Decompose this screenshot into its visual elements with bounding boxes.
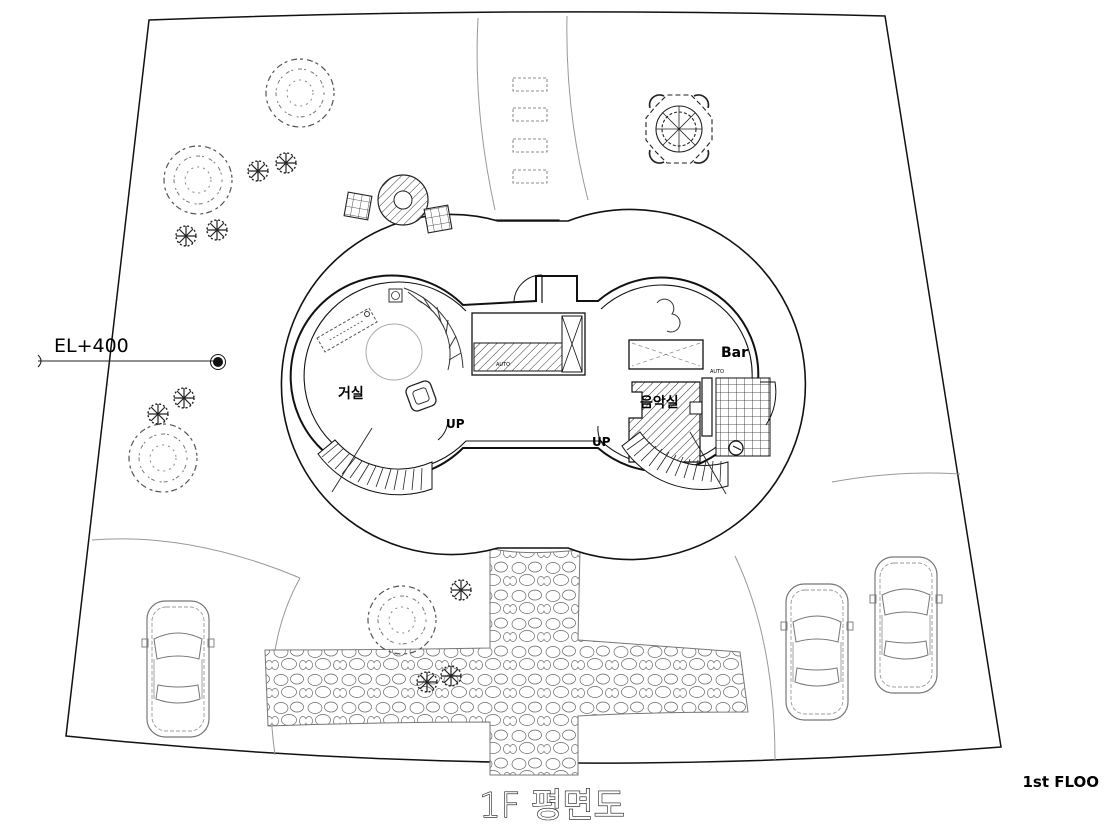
shrub-icon xyxy=(247,160,269,182)
car-icon xyxy=(869,556,943,694)
shrub-icon xyxy=(440,665,462,687)
entrance-pavers xyxy=(512,77,548,184)
car-icon xyxy=(141,600,215,738)
patio-table-icon xyxy=(343,174,453,234)
elevation-marker xyxy=(37,354,226,370)
music-stair xyxy=(597,425,729,495)
living-room-label: 거실 xyxy=(338,386,364,402)
shrub-icon xyxy=(206,219,228,241)
living-upper-stair xyxy=(403,287,464,371)
music-stair-up-label: UP xyxy=(592,435,611,449)
music-room-label: 음악실 xyxy=(640,394,679,411)
plan-title: 1F 평면도 xyxy=(479,786,625,826)
interior-wall-inner xyxy=(303,281,753,471)
shrub-icon xyxy=(173,387,195,409)
living-room-furniture xyxy=(316,288,437,412)
elevation-label: EL+400 xyxy=(54,335,129,357)
shrub-icon xyxy=(275,152,297,174)
living-lower-stair xyxy=(317,419,449,496)
floor-caption: 1st FLOO xyxy=(1022,773,1099,791)
core-auto-tag: AUTO xyxy=(496,362,510,368)
central-core xyxy=(471,274,586,376)
living-stair-up-label: UP xyxy=(446,417,465,431)
dining-set-icon xyxy=(645,94,713,164)
shrub-icon xyxy=(147,403,169,425)
bar-auto-tag: AUTO xyxy=(710,369,724,375)
music-room-fixtures xyxy=(628,298,777,463)
shrub-icon xyxy=(416,671,438,693)
bar-label: Bar xyxy=(721,345,748,361)
cobblestone-path xyxy=(264,547,749,776)
shrub-icon xyxy=(450,579,472,601)
car-icon xyxy=(780,583,854,721)
shrub-icon xyxy=(175,225,197,247)
